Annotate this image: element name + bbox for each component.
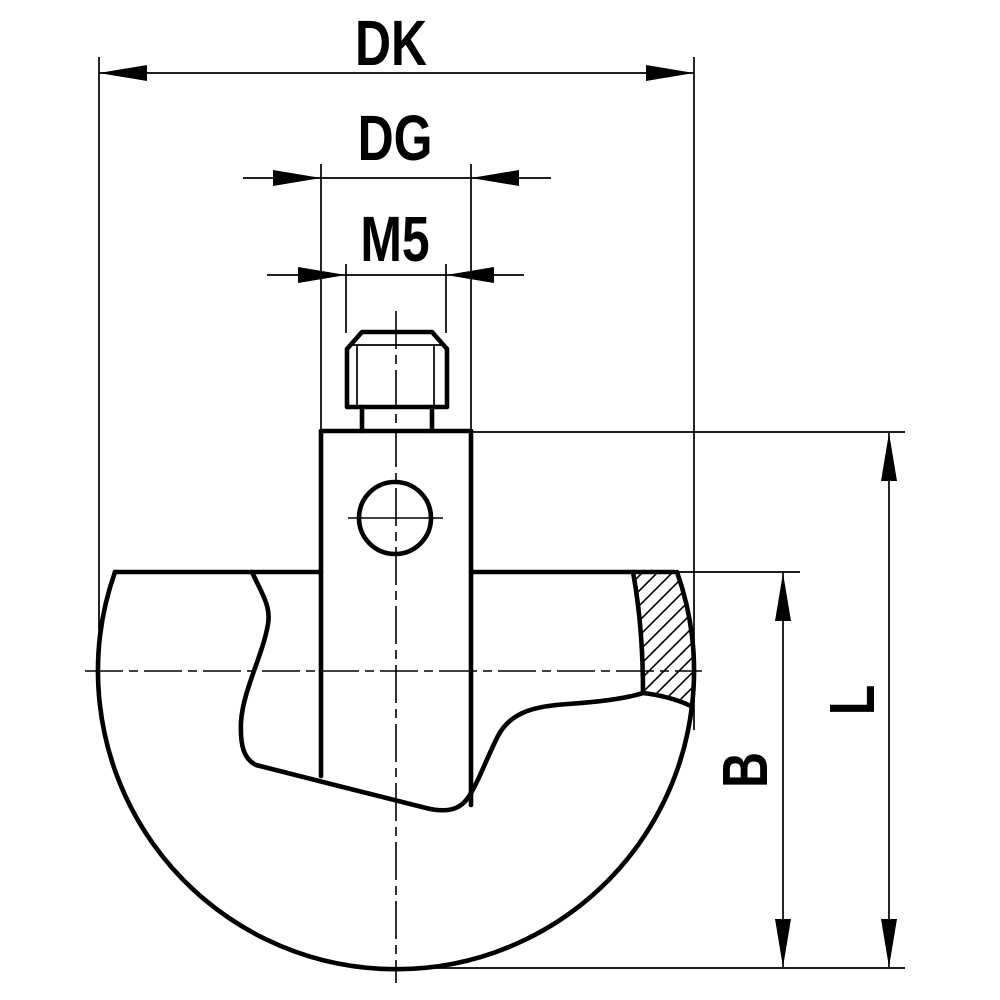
part-outline — [95, 329, 697, 972]
b-arrow-top — [775, 573, 791, 621]
dimension-lines — [99, 72, 890, 967]
rim-inner-edge — [630, 569, 646, 696]
dimension-label-dk: DK — [355, 8, 427, 79]
hex-screw-head — [344, 329, 450, 410]
dimension-label-dg: DG — [358, 103, 433, 174]
dg-arrow-right — [471, 170, 519, 186]
dimension-label-l: L — [817, 685, 888, 715]
center-lines — [85, 311, 702, 983]
dimension-arrowheads — [99, 65, 897, 967]
dk-arrow-left — [99, 65, 147, 81]
section-hatch-area — [633, 572, 694, 706]
dg-arrow-left — [273, 170, 321, 186]
extension-lines — [98, 57, 905, 969]
sphere-outline — [95, 569, 697, 972]
l-arrow-bottom — [881, 919, 897, 967]
dimension-labels: DK DG M5 B L — [355, 8, 889, 788]
dk-arrow-right — [646, 65, 694, 81]
break-line — [238, 569, 646, 813]
dimension-label-m5: M5 — [360, 204, 429, 275]
dimension-label-b: B — [710, 752, 781, 788]
rim-bottom-edge — [640, 690, 694, 709]
cross-hole — [356, 479, 434, 557]
hex-head-details — [349, 344, 445, 405]
m5-arrow-right — [446, 267, 494, 283]
b-arrow-bottom — [775, 919, 791, 967]
m5-arrow-left — [298, 267, 346, 283]
l-arrow-top — [881, 433, 897, 481]
